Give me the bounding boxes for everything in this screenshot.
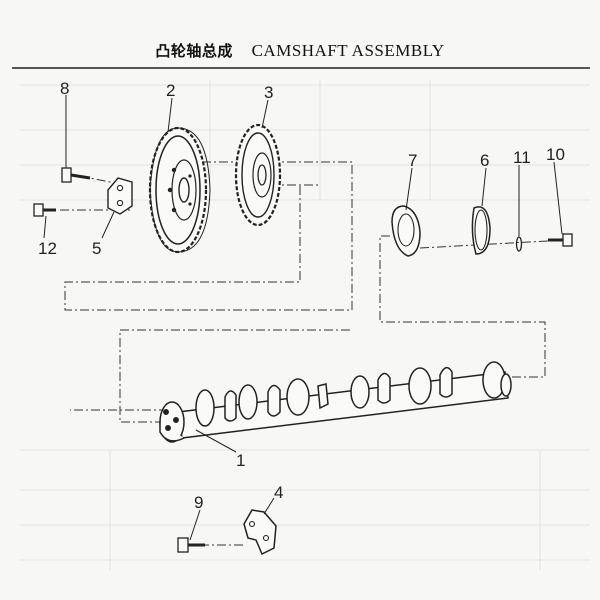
callout-6: 6 (480, 151, 489, 170)
bolt-12 (33, 203, 56, 217)
callout-9: 9 (194, 493, 203, 512)
bracket (243, 509, 277, 556)
bolt-10 (548, 233, 573, 247)
callout-5: 5 (92, 239, 101, 258)
callout-1: 1 (236, 451, 245, 470)
callout-10: 10 (546, 145, 565, 164)
callout-3: 3 (264, 83, 273, 102)
timing-gear (148, 126, 211, 254)
bolt-9 (177, 537, 205, 553)
cover-gasket (391, 205, 421, 257)
callout-4: 4 (274, 483, 283, 502)
callout-8: 8 (60, 79, 69, 98)
end-cover (471, 206, 491, 255)
callout-2: 2 (166, 81, 175, 100)
bolt-8 (61, 167, 91, 183)
leader-lines (43, 95, 563, 541)
callout-7: 7 (408, 151, 417, 170)
callouts: 8 2 3 7 6 11 10 12 5 1 4 9 (38, 79, 565, 512)
callout-12: 12 (38, 239, 57, 258)
ghost-table (20, 80, 590, 570)
o-ring (515, 236, 523, 252)
title-en: CAMSHAFT ASSEMBLY (251, 41, 445, 60)
title-cn: 凸轮轴总成 (155, 42, 233, 60)
page-title: 凸轮轴总成 CAMSHAFT ASSEMBLY (0, 40, 600, 61)
callout-11: 11 (513, 148, 531, 167)
camshaft (159, 361, 512, 443)
pump-gear (234, 123, 282, 227)
thrust-plate (107, 177, 133, 215)
